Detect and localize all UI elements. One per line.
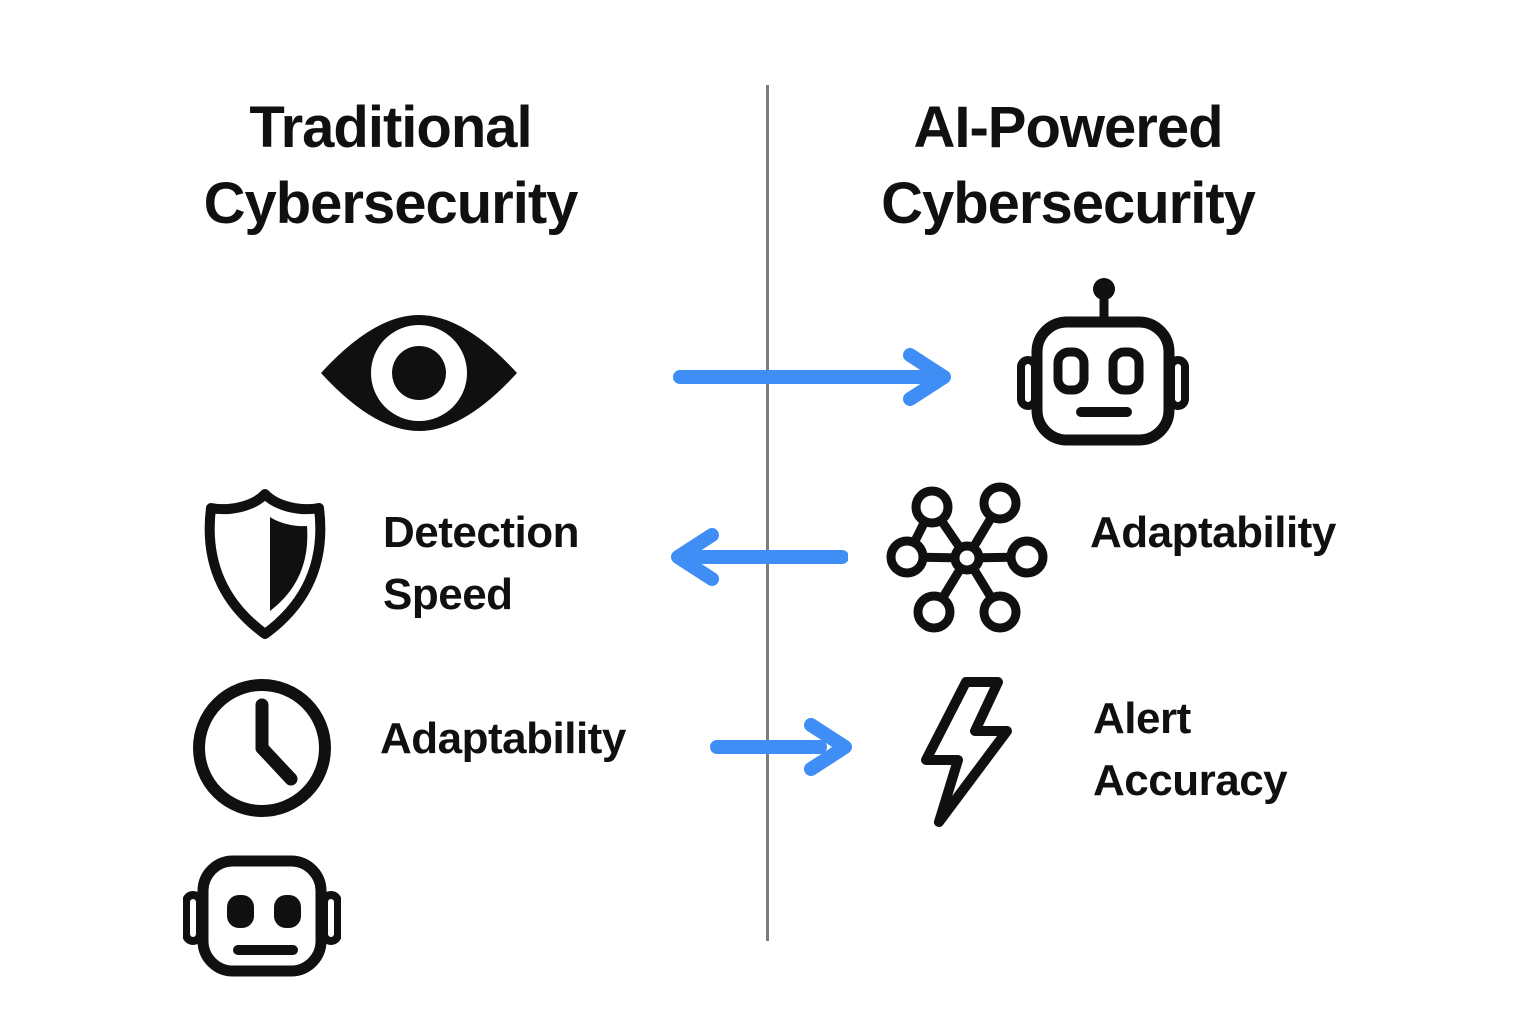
arrow-right-icon — [673, 348, 951, 406]
adaptability-left-label: Adaptability — [380, 708, 626, 770]
shield-icon — [204, 489, 326, 639]
network-hub-icon — [886, 482, 1048, 633]
arrow-right-icon — [710, 718, 852, 776]
left-title-line-2: Cybersecurity — [203, 171, 579, 236]
right-title-line-1: AI-Powered — [913, 95, 1223, 160]
alert-accuracy-label: Alert Accuracy — [1093, 688, 1288, 812]
adaptability-right-line-1: Adaptability — [1090, 508, 1336, 557]
right-title-line-2: Cybersecurity — [881, 171, 1256, 236]
eye-icon — [321, 315, 517, 431]
alert-accuracy-line-1: Alert — [1093, 694, 1191, 743]
column-divider — [766, 85, 769, 941]
robot-antenna-icon — [1017, 278, 1189, 446]
left-title-line-1: Traditional — [249, 95, 532, 160]
robot-head-icon — [183, 855, 341, 977]
detection-speed-line-2: Speed — [383, 570, 513, 619]
lightning-bolt-icon — [921, 677, 1012, 827]
detection-speed-label: Detection Speed — [383, 502, 579, 626]
right-column-title: AI-Powered Cybersecurity — [818, 90, 1318, 242]
arrow-left-icon — [671, 528, 848, 586]
detection-speed-line-1: Detection — [383, 508, 579, 557]
adaptability-left-line-1: Adaptability — [380, 714, 626, 763]
clock-icon — [193, 679, 331, 817]
alert-accuracy-line-2: Accuracy — [1093, 756, 1288, 805]
adaptability-right-label: Adaptability — [1090, 502, 1336, 564]
left-column-title: Traditional Cybersecurity — [138, 90, 643, 242]
